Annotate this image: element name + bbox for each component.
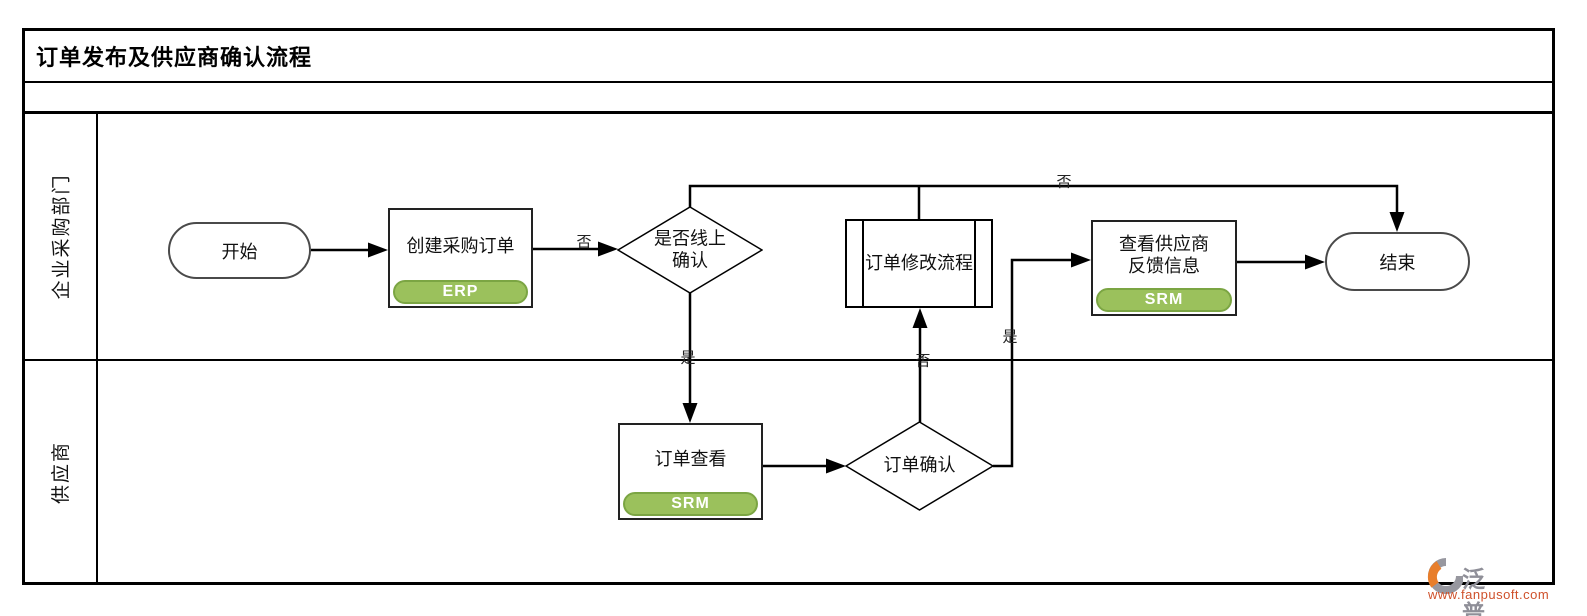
order-view-node: 订单查看 SRM <box>618 423 763 520</box>
subprocess-right-bar <box>974 221 976 306</box>
create-order-label: 创建采购订单 <box>406 235 515 256</box>
end-label: 结束 <box>1379 252 1416 273</box>
edge-label-yes: 是 <box>680 349 696 367</box>
order-view-label: 订单查看 <box>654 448 727 469</box>
view-feedback-label: 查看供应商反馈信息 <box>1119 233 1209 277</box>
create-order-node: 创建采购订单 ERP <box>388 208 533 308</box>
watermark-brand: 泛普软件 <box>1462 566 1486 616</box>
start-label: 开始 <box>221 241 258 262</box>
decision-shape <box>617 206 763 294</box>
edge-orderconfirm-yes-feedback <box>993 258 1073 468</box>
order-modify-label: 订单修改流程 <box>865 253 973 274</box>
arrowhead <box>1305 254 1325 270</box>
online-confirm-label: 是否线上确认 <box>654 228 726 270</box>
edge-label-no: 否 <box>1056 173 1072 191</box>
arrowhead <box>1071 252 1091 268</box>
title-row-separator <box>24 81 1553 83</box>
arrowhead <box>912 308 928 328</box>
erp-system-tag: ERP <box>393 280 528 304</box>
fanpu-logo-icon <box>1427 558 1463 594</box>
lane-label-column-divider <box>96 114 98 583</box>
order-modify-subprocess: 订单修改流程 <box>845 219 993 308</box>
decision-shape <box>845 421 994 511</box>
arrowhead <box>1389 212 1405 232</box>
order-confirm-label: 订单确认 <box>883 455 956 476</box>
arrowhead <box>598 241 618 257</box>
online-confirm-decision: 是否线上确认 <box>617 206 763 294</box>
arrowhead <box>368 242 388 258</box>
srm-system-tag: SRM <box>1096 288 1232 312</box>
start-node: 开始 <box>168 222 311 279</box>
diagram-border <box>22 28 1555 585</box>
lane-divider <box>24 359 1553 361</box>
subprocess-left-bar <box>862 221 864 306</box>
arrowhead <box>826 458 846 474</box>
edge-confirm-no-end <box>688 184 1399 216</box>
watermark-url[interactable]: www.fanpusoft.com <box>1428 587 1550 602</box>
arrowhead <box>682 403 698 423</box>
edge-label-no: 否 <box>576 233 592 251</box>
diagram-title: 订单发布及供应商确认流程 <box>36 45 313 70</box>
srm-system-tag: SRM <box>623 492 758 516</box>
edge-label-no: 否 <box>915 352 931 370</box>
order-confirm-decision: 订单确认 <box>845 421 994 511</box>
edge-label-yes: 是 <box>1002 328 1018 346</box>
header-row-separator <box>24 111 1553 114</box>
end-node: 结束 <box>1325 232 1470 291</box>
view-feedback-node: 查看供应商反馈信息 SRM <box>1091 220 1237 316</box>
